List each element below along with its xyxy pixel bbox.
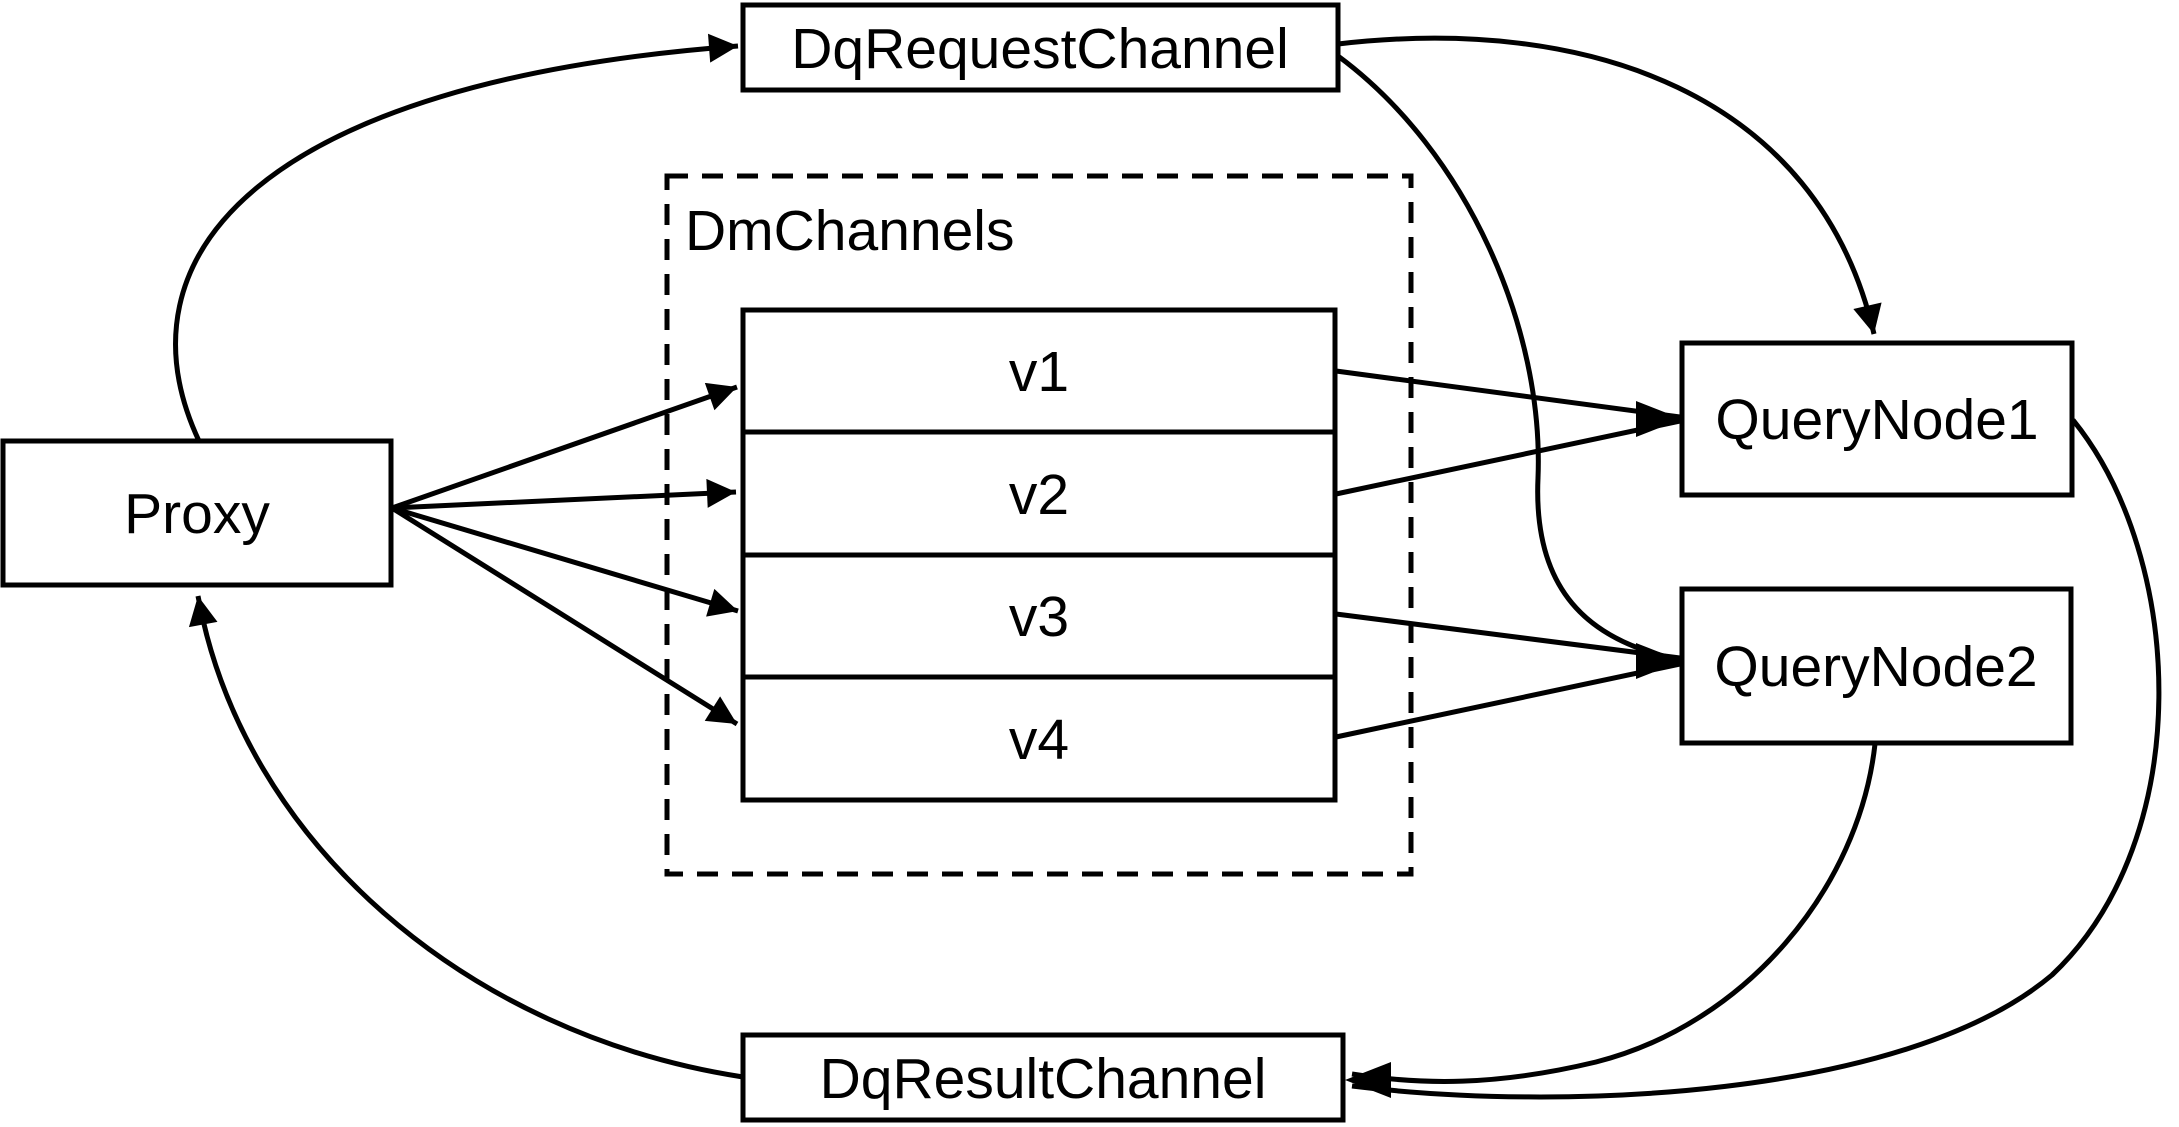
edge-dqresultchannel-to-proxy — [188, 595, 744, 1080]
arrowhead-into-querynode2 — [1636, 643, 1682, 679]
arrowhead-into-dqresultchannel — [1345, 1062, 1391, 1098]
edge-proxy-to-dqrequestchannel — [173, 33, 739, 443]
querynode1-label: QueryNode1 — [1715, 388, 2038, 452]
proxy-label: Proxy — [124, 482, 270, 546]
edge-v3-to-querynode2 — [1335, 611, 1681, 661]
edge-proxy-to-v3 — [391, 505, 739, 617]
arrowhead-into-querynode1 — [1636, 401, 1682, 437]
querynode2-label: QueryNode2 — [1714, 635, 2037, 699]
edge-querynode2-to-dqresultchannel — [1351, 743, 1878, 1084]
dmchannels-group-box — [664, 173, 1414, 877]
channel-stack: v1 v2 v3 v4 — [740, 307, 1338, 803]
edge-dqrequestchannel-to-querynode1 — [1337, 35, 1882, 335]
edge-v2-to-querynode1 — [1335, 418, 1681, 497]
dqrequestchannel-label: DqRequestChannel — [791, 17, 1289, 81]
node-querynode2: QueryNode2 — [1679, 586, 2074, 746]
channel-v3-label: v3 — [1009, 585, 1069, 649]
proxy-box — [0, 438, 394, 588]
node-dqrequestchannel: DqRequestChannel — [740, 2, 1341, 93]
dqresultchannel-label: DqResultChannel — [820, 1047, 1267, 1111]
edge-querynode1-to-dqresultchannel — [1351, 418, 2162, 1100]
node-proxy: Proxy — [0, 438, 394, 588]
edge-v1-to-querynode1 — [1335, 368, 1681, 420]
channel-v4-label: v4 — [1009, 708, 1069, 772]
dqrequestchannel-box — [740, 2, 1341, 93]
channel-v1-label: v1 — [1009, 340, 1069, 404]
edge-proxy-to-v2 — [391, 478, 737, 511]
node-dqresultchannel: DqResultChannel — [740, 1032, 1346, 1123]
edge-v4-to-querynode2 — [1335, 661, 1681, 740]
dqresultchannel-box — [740, 1032, 1346, 1123]
edge-proxy-to-v4 — [390, 505, 739, 727]
querynode1-box — [1679, 340, 2075, 498]
querynode2-box — [1679, 586, 2074, 746]
channel-v2-label: v2 — [1009, 463, 1069, 527]
dmchannels-group-label: DmChannels — [685, 199, 1014, 263]
node-querynode1: QueryNode1 — [1679, 340, 2075, 498]
edge-proxy-to-v1 — [391, 382, 738, 511]
edge-dqrequestchannel-to-querynode2 — [1336, 53, 1677, 662]
